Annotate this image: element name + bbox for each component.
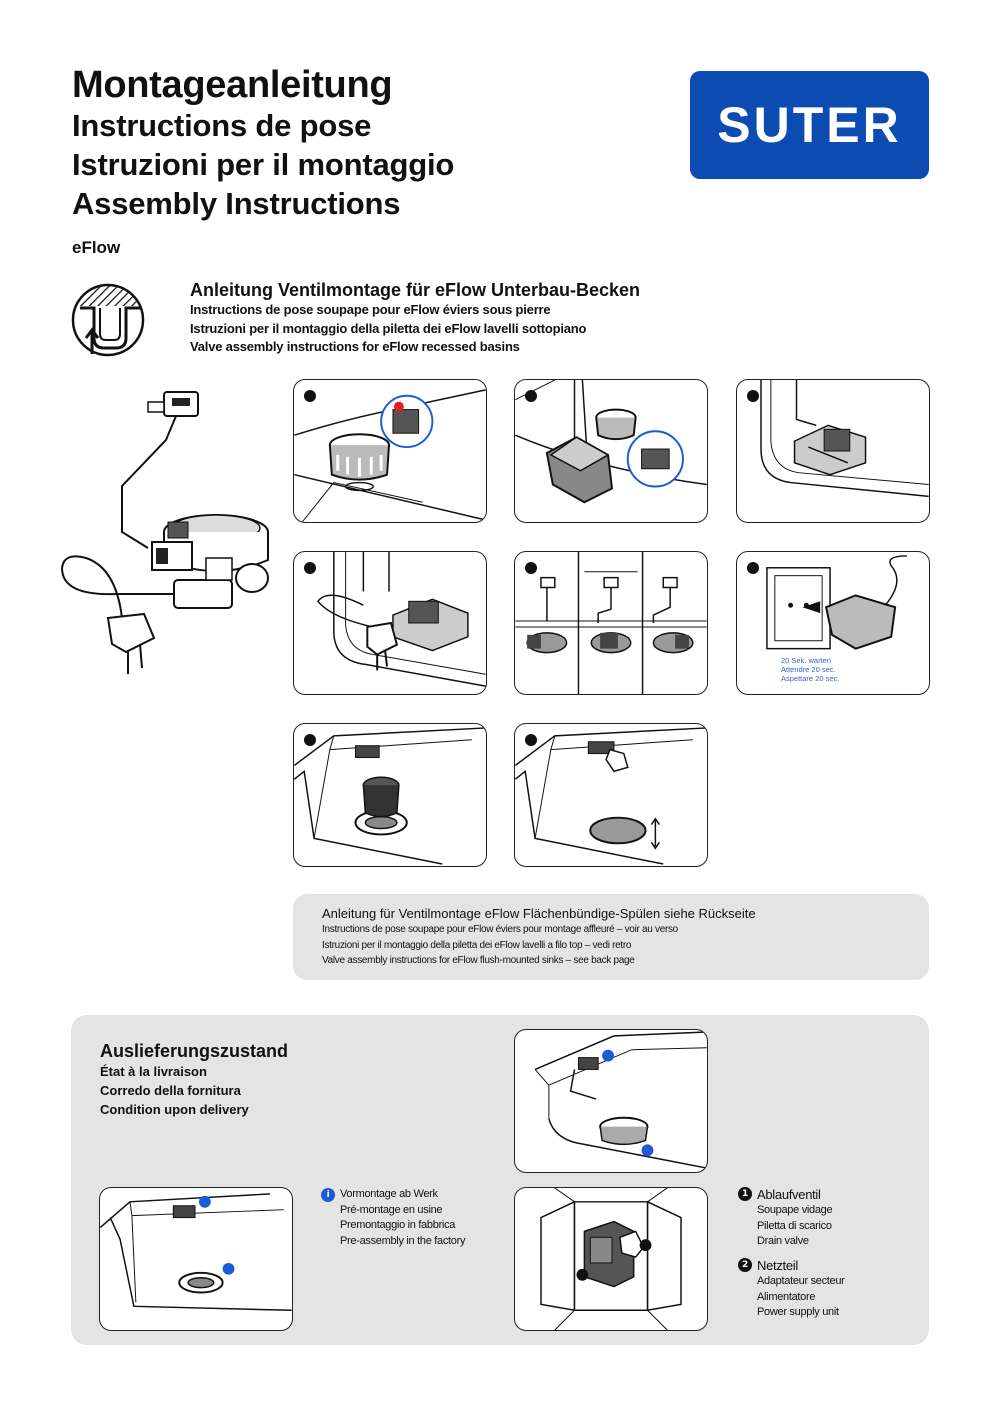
item-2-french: Adaptateur secteur (757, 1275, 845, 1287)
preassembly-legend: i Vormontage ab Werk Pré-montage en usin… (321, 1187, 466, 1249)
item-2-italian: Alimentatore (757, 1290, 816, 1303)
step-7-number (304, 734, 316, 746)
flush-note-italian: Istruzioni per il montaggio della pilett… (322, 939, 632, 951)
item-1-french: Soupape vidage (757, 1204, 833, 1216)
title-german: Montageanleitung (72, 64, 393, 106)
preassembly-english: Pre-assembly in the factory (340, 1234, 466, 1247)
delivery-image-basin (99, 1187, 293, 1331)
delivery-condition-panel: Auslieferungszustand État à la livraison… (71, 1015, 929, 1345)
wait-note: 20 Sek. warten Attendre 20 sec. Aspettar… (781, 656, 839, 683)
step-5-number (525, 562, 537, 574)
preassembly-german: Vormontage ab Werk (340, 1188, 438, 1200)
flush-mount-note: Anleitung für Ventilmontage eFlow Fläche… (293, 894, 929, 980)
item-2-english: Power supply unit (757, 1306, 839, 1318)
title-italian: Istruzioni per il montaggio (72, 147, 455, 182)
title-french: Instructions de pose (72, 108, 372, 143)
item-1-italian: Piletta di scarico (757, 1219, 832, 1232)
flush-note-german: Anleitung für Ventilmontage eFlow Fläche… (322, 906, 756, 921)
section-heading: Anleitung Ventilmontage für eFlow Unterb… (190, 279, 640, 357)
step-1-number (304, 390, 316, 402)
step-2-number (525, 390, 537, 402)
wait-note-italian: Aspettare 20 sec. (781, 674, 840, 683)
product-name: eFlow (72, 238, 121, 257)
item-1-german: Ablaufventil (757, 1187, 821, 1202)
step-2-image (514, 379, 708, 523)
delivery-image-underside (514, 1029, 708, 1173)
wait-note-french: Attendre 20 sec. (781, 665, 836, 674)
step-6-image: 20 Sek. warten Attendre 20 sec. Aspettar… (736, 551, 930, 695)
step-3-number (747, 390, 759, 402)
product-overview-illustration (56, 382, 286, 682)
item-2-legend: 2 Netzteil Adaptateur secteur Alimentato… (738, 1257, 845, 1321)
document-titles: Montageanleitung Instructions de pose Is… (72, 64, 454, 223)
item-1-english: Drain valve (757, 1235, 809, 1247)
delivery-image-package (514, 1187, 708, 1331)
step-5-image (514, 551, 708, 695)
flush-note-french: Instructions de pose soupape pour eFlow … (322, 924, 678, 935)
step-4-number (304, 562, 316, 574)
delivery-title-italian: Corredo della fornitura (100, 1083, 241, 1098)
section-title-french: Instructions de pose soupape pour eFlow … (190, 302, 551, 317)
suter-logo: SUTER (690, 71, 929, 179)
section-title-italian: Istruzioni per il montaggio della pilett… (190, 320, 587, 336)
step-8-image (514, 723, 708, 867)
step-8-number (525, 734, 537, 746)
item-2-german: Netzteil (757, 1258, 798, 1273)
brand-name: SUTER (717, 97, 902, 153)
title-english: Assembly Instructions (72, 186, 401, 221)
delivery-title-french: État à la livraison (100, 1064, 207, 1079)
step-6-number (747, 562, 759, 574)
delivery-heading: Auslieferungszustand État à la livraison… (100, 1041, 288, 1119)
step-7-image (293, 723, 487, 867)
item-1-legend: 1 Ablaufventil Soupape vidage Piletta di… (738, 1186, 833, 1250)
recessed-basin-icon (70, 282, 146, 358)
section-title-german: Anleitung Ventilmontage für eFlow Unterb… (190, 280, 641, 300)
flush-note-english: Valve assembly instructions for eFlow fl… (322, 955, 635, 966)
preassembly-french: Pré-montage en usine (340, 1203, 443, 1216)
wait-note-german: 20 Sek. warten (781, 656, 832, 665)
section-title-english: Valve assembly instructions for eFlow re… (190, 339, 520, 354)
delivery-title-german: Auslieferungszustand (100, 1041, 289, 1061)
preassembly-italian: Premontaggio in fabbrica (340, 1219, 456, 1231)
step-4-image (293, 551, 487, 695)
step-3-image (736, 379, 930, 523)
delivery-title-english: Condition upon delivery (100, 1102, 249, 1117)
item-2-marker: 2 (738, 1258, 752, 1272)
info-marker: i (321, 1188, 335, 1202)
item-1-marker: 1 (738, 1187, 752, 1201)
step-1-image (293, 379, 487, 523)
